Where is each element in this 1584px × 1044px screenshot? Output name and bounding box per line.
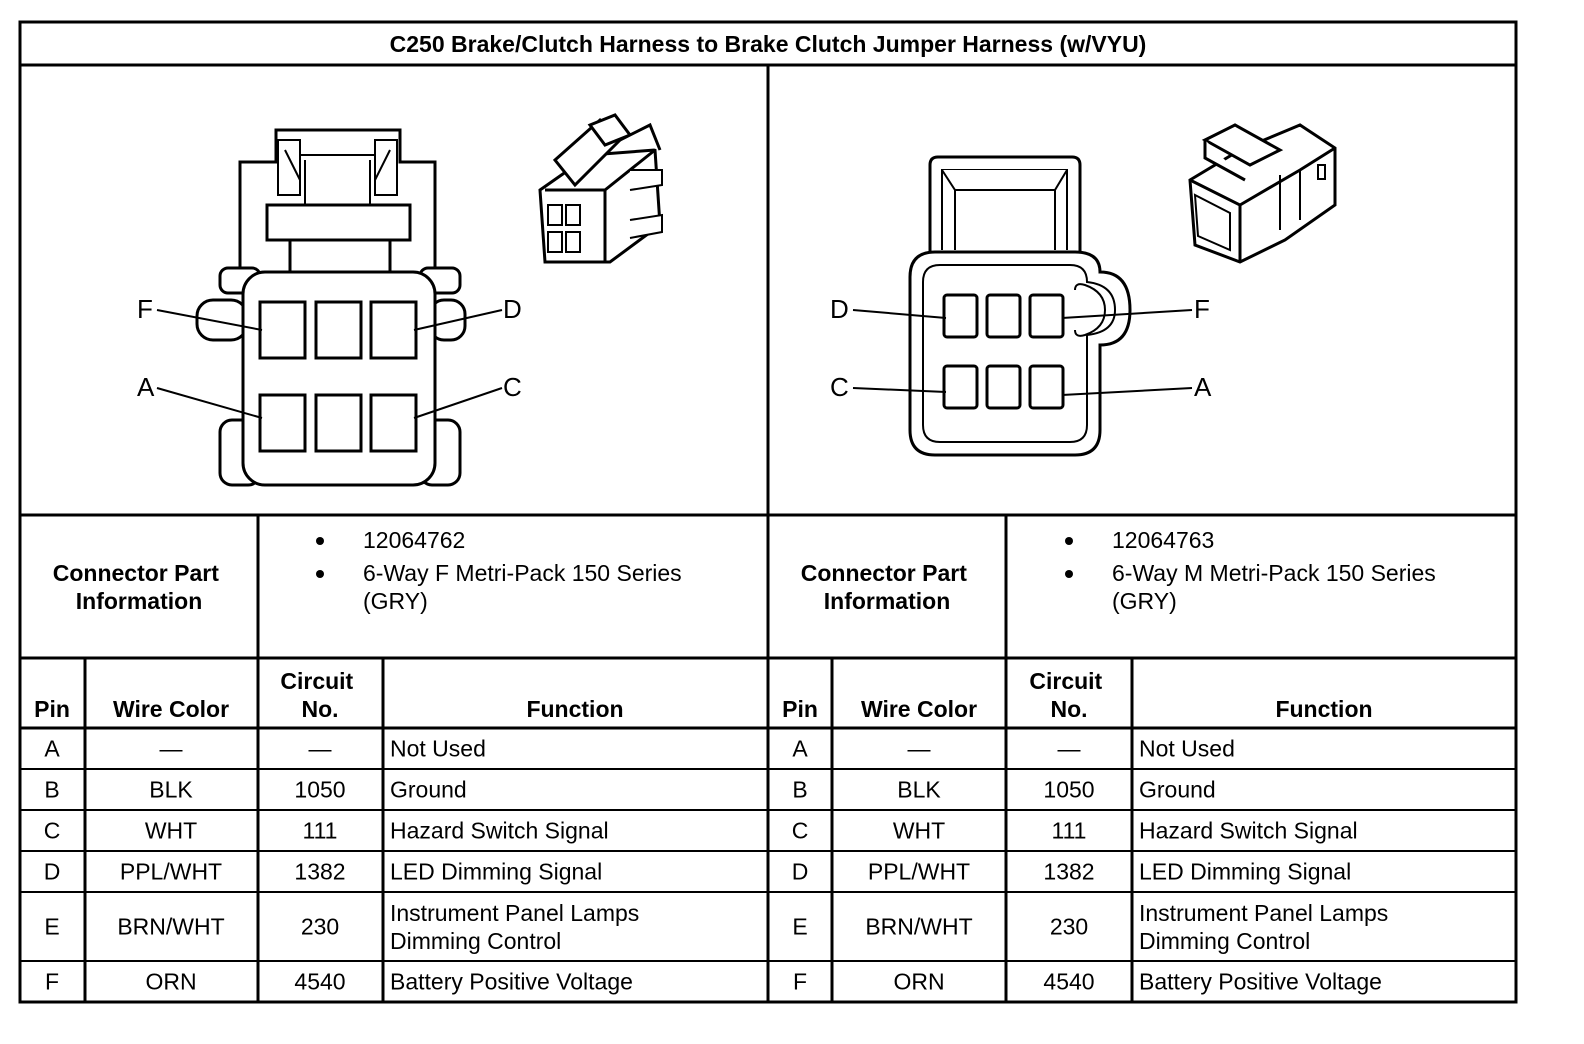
pin-cell: C — [44, 818, 61, 844]
pin-cell: D — [44, 859, 61, 885]
circuit-cell: 1050 — [1043, 777, 1094, 803]
function-cell: Not Used — [390, 736, 486, 762]
circuit-cell: 1382 — [1043, 859, 1094, 885]
wire-color-cell: BLK — [897, 777, 941, 803]
function-cell: Hazard Switch Signal — [1139, 818, 1358, 844]
left-part-description: 6-Way F Metri-Pack 150 Series (GRY) — [363, 560, 688, 614]
page-title: C250 Brake/Clutch Harness to Brake Clutc… — [390, 31, 1147, 57]
function-cell: LED Dimming Signal — [390, 859, 602, 885]
circuit-cell: 230 — [301, 914, 339, 940]
left-part-number: 12064762 — [363, 527, 465, 553]
function-cell: Battery Positive Voltage — [390, 969, 633, 995]
right-callout-bottom-left: C — [830, 372, 849, 402]
function-cell: LED Dimming Signal — [1139, 859, 1351, 885]
function-cell: Battery Positive Voltage — [1139, 969, 1382, 995]
right-table-row: B BLK 1050 Ground — [792, 777, 1215, 803]
pin-cell: A — [792, 736, 808, 762]
left-bullet-1 — [316, 537, 324, 545]
right-part-description: 6-Way M Metri-Pack 150 Series (GRY) — [1112, 560, 1442, 614]
wire-color-cell: BRN/WHT — [117, 914, 224, 940]
wire-color-cell: BLK — [149, 777, 193, 803]
left-table-row: F ORN 4540 Battery Positive Voltage — [45, 969, 633, 995]
wire-color-cell: ORN — [145, 969, 196, 995]
left-header-circuit: Circuit No. — [280, 668, 359, 722]
right-callout-bottom-right: A — [1194, 372, 1212, 402]
pin-cell: F — [45, 969, 59, 995]
left-bullet-2 — [316, 570, 324, 578]
right-table-row: D PPL/WHT 1382 LED Dimming Signal — [792, 859, 1352, 885]
pin-cell: B — [44, 777, 59, 803]
right-header-function: Function — [1275, 696, 1372, 722]
left-table-row: A — — Not Used — [44, 736, 486, 762]
function-cell: Ground — [390, 777, 467, 803]
circuit-cell: 4540 — [1043, 969, 1094, 995]
circuit-cell: 1382 — [294, 859, 345, 885]
pin-cell: F — [793, 969, 807, 995]
right-connector-3d-illustration — [1188, 123, 1337, 264]
circuit-cell: — — [1058, 736, 1081, 762]
circuit-cell: 111 — [1052, 818, 1087, 844]
left-table-row: C WHT 111 Hazard Switch Signal — [44, 818, 609, 844]
function-cell: Ground — [1139, 777, 1216, 803]
left-callout-bottom-right: C — [503, 372, 522, 402]
right-table-row: F ORN 4540 Battery Positive Voltage — [793, 969, 1382, 995]
right-bullet-1 — [1065, 537, 1073, 545]
right-table-row: A — — Not Used — [792, 736, 1235, 762]
right-connector-info-label: Connector Part Information — [801, 560, 974, 614]
left-header-pin: Pin — [34, 696, 70, 722]
right-part-number: 12064763 — [1112, 527, 1214, 553]
pin-cell: E — [792, 914, 807, 940]
left-connector-3d-illustration — [538, 113, 663, 264]
circuit-cell: 230 — [1050, 914, 1088, 940]
pin-cell: C — [792, 818, 809, 844]
function-cell: Not Used — [1139, 736, 1235, 762]
circuit-cell: 4540 — [294, 969, 345, 995]
left-header-wire-color: Wire Color — [113, 696, 229, 722]
pin-cell: D — [792, 859, 809, 885]
circuit-cell: 111 — [303, 818, 338, 844]
pin-cell: E — [44, 914, 59, 940]
wire-color-cell: WHT — [145, 818, 197, 844]
right-pin-callout-lines — [852, 309, 1193, 396]
left-callout-top-left: F — [137, 294, 153, 324]
wire-color-cell: ORN — [893, 969, 944, 995]
left-table-row: D PPL/WHT 1382 LED Dimming Signal — [44, 859, 603, 885]
right-table-row: C WHT 111 Hazard Switch Signal — [792, 818, 1358, 844]
table-grid — [18, 20, 1518, 1004]
left-pin-callout-lines — [156, 309, 503, 419]
right-bullet-2 — [1065, 570, 1073, 578]
left-header-function: Function — [526, 696, 623, 722]
left-table-row: B BLK 1050 Ground — [44, 777, 466, 803]
right-header-circuit: Circuit No. — [1029, 668, 1108, 722]
wire-color-cell: — — [160, 736, 183, 762]
left-callout-top-right: D — [503, 294, 522, 324]
left-callout-bottom-left: A — [137, 372, 155, 402]
circuit-cell: — — [309, 736, 332, 762]
wire-color-cell: WHT — [893, 818, 945, 844]
right-header-pin: Pin — [782, 696, 818, 722]
pin-cell: A — [44, 736, 60, 762]
wire-color-cell: — — [908, 736, 931, 762]
function-cell: Hazard Switch Signal — [390, 818, 609, 844]
left-connector-face-diagram — [195, 128, 467, 487]
right-callout-top-right: F — [1194, 294, 1210, 324]
circuit-cell: 1050 — [294, 777, 345, 803]
wire-color-cell: PPL/WHT — [120, 859, 222, 885]
pin-cell: B — [792, 777, 807, 803]
wire-color-cell: BRN/WHT — [865, 914, 972, 940]
right-callout-top-left: D — [830, 294, 849, 324]
left-connector-info-label: Connector Part Information — [53, 560, 226, 614]
wire-color-cell: PPL/WHT — [868, 859, 970, 885]
right-connector-face-diagram — [908, 155, 1132, 457]
right-header-wire-color: Wire Color — [861, 696, 977, 722]
